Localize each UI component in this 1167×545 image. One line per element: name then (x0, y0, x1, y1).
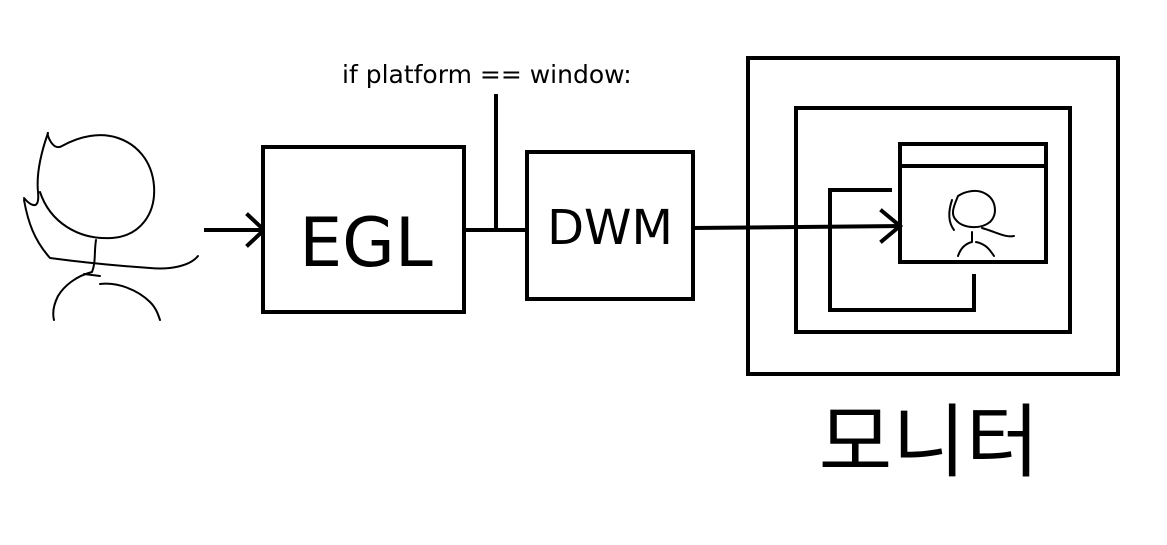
app-window-icon (898, 142, 1048, 264)
dwm-node: DWM (525, 150, 695, 301)
monitor-label: 모니터 (819, 396, 1040, 489)
egl-node: EGL (261, 145, 466, 314)
person-sketch-icon (23, 131, 199, 321)
arrow-user-to-egl (204, 212, 267, 248)
arrow-dwm-to-window (690, 208, 904, 244)
platform-condition-label: if platform == window: (342, 60, 632, 89)
dwm-label: DWM (547, 200, 673, 256)
egl-label: EGL (299, 204, 433, 283)
connector-egl-dwm (462, 94, 529, 232)
